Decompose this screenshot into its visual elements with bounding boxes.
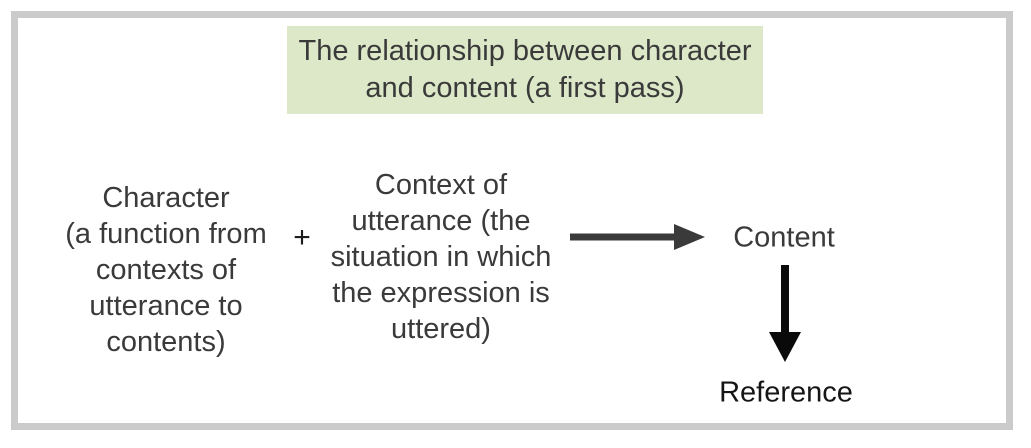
title-box: The relationship between character and c… <box>287 26 763 114</box>
node-character: Character (a function from contexts of u… <box>65 182 267 358</box>
node-content: Content <box>733 221 835 254</box>
arrow-down-icon <box>769 265 801 362</box>
plus-operator: + <box>293 221 311 254</box>
outer-frame <box>11 11 1013 430</box>
arrow-right-icon <box>570 224 705 250</box>
diagram-title: The relationship between character and c… <box>298 35 752 104</box>
node-reference: Reference <box>719 376 853 409</box>
node-context-of-utterance: Context of utterance (the situation in w… <box>330 169 552 345</box>
